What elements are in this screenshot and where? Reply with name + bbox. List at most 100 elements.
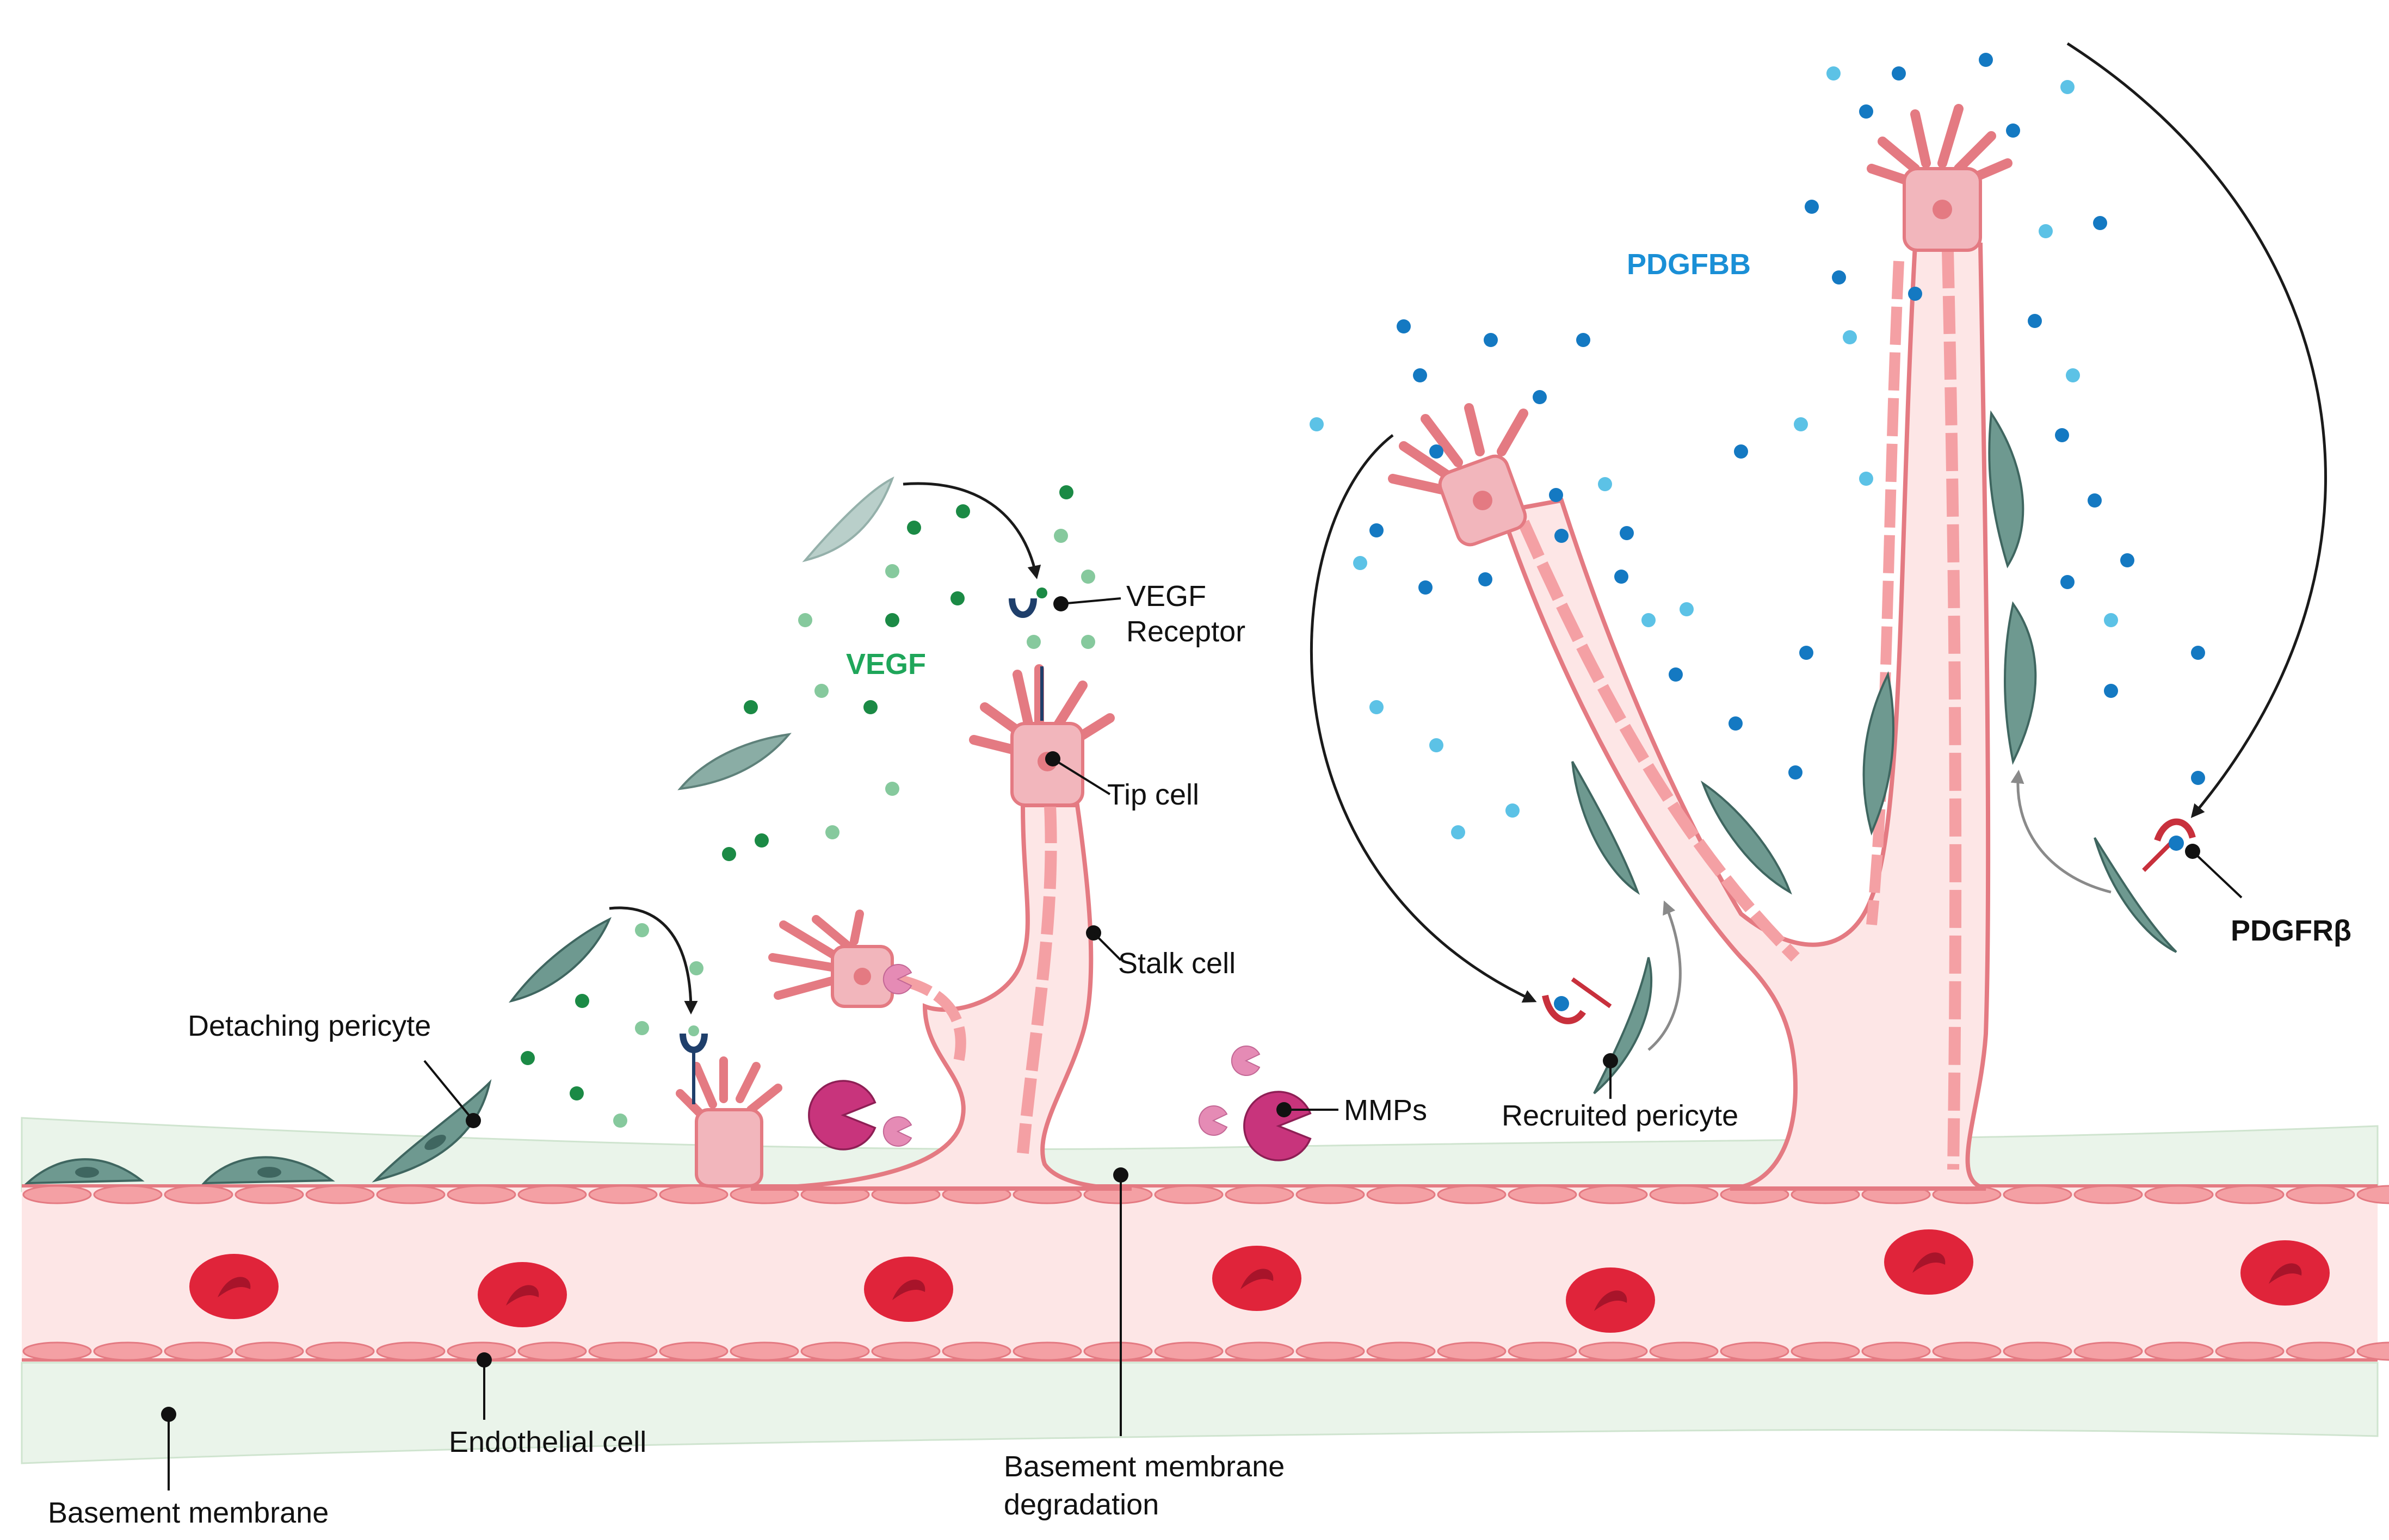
pdgfbb-dot — [2104, 684, 2118, 698]
pdgfbb-dot — [1478, 572, 1492, 586]
pdgfbb-dot — [1429, 444, 1443, 459]
endothelial-cell — [1013, 1341, 1082, 1361]
pdgfbb-dot — [1788, 765, 1802, 780]
pdgfbb-dot — [2104, 613, 2118, 627]
pdgfbb-dot — [1505, 803, 1520, 818]
endothelial-layer-bottom — [22, 1341, 2389, 1361]
pdgfbb-dot — [2039, 224, 2053, 238]
red-blood-cell — [1884, 1229, 1973, 1295]
endothelial-cell — [1578, 1185, 1648, 1204]
endothelial-cell — [2073, 1341, 2143, 1361]
vegf-receptor-label-line1: VEGF — [1126, 580, 1207, 613]
vegf-dot — [956, 504, 970, 518]
pdgfbb-dot — [2060, 575, 2075, 589]
endothelial-cell — [2286, 1185, 2355, 1204]
endothelial-cell — [2073, 1185, 2143, 1204]
pdgfbb-dot — [2006, 123, 2020, 138]
endothelial-cell — [1366, 1185, 1436, 1204]
vegf-dot — [722, 847, 736, 861]
endothelial-cell — [93, 1185, 163, 1204]
endothelial-cell — [800, 1341, 870, 1361]
endothelial-cell — [1932, 1341, 2002, 1361]
tip-cell-small-sprout — [768, 910, 894, 1008]
vegf-dot — [1027, 635, 1041, 649]
endothelial-cell — [1295, 1185, 1365, 1204]
vegf-dot — [814, 684, 829, 698]
leader-lines — [161, 597, 2243, 1490]
tip-cell-main — [969, 664, 1115, 807]
pdgfbb-dot — [2191, 771, 2205, 785]
vegf-dot — [863, 700, 878, 714]
vegf-dot — [575, 994, 589, 1008]
endothelial-cell — [1649, 1185, 1719, 1204]
endothelial-cell — [1295, 1341, 1365, 1361]
vegf-dot — [1081, 570, 1095, 584]
detaching-pericyte-label: Detaching pericyte — [188, 1010, 431, 1042]
endothelial-cell — [1437, 1341, 1507, 1361]
vegf-dot — [613, 1114, 627, 1128]
endothelial-cell — [164, 1341, 233, 1361]
pdgfbb-dot — [1533, 390, 1547, 404]
endothelial-cell — [1649, 1341, 1719, 1361]
pdgfbb-dot — [1641, 613, 1656, 627]
endothelial-cell — [305, 1341, 375, 1361]
endothelial-cell — [1861, 1341, 1931, 1361]
endothelial-cell — [93, 1341, 163, 1361]
endothelial-cell — [659, 1341, 729, 1361]
endothelial-cell — [1578, 1341, 1648, 1361]
pdgfbb-dot — [1843, 330, 1857, 344]
stalk-cell-label: Stalk cell — [1118, 947, 1236, 980]
endothelial-cell — [1508, 1341, 1577, 1361]
endothelial-cell — [1437, 1185, 1507, 1204]
pdgfbb-dot — [1451, 825, 1465, 839]
endothelial-cell — [1154, 1341, 1224, 1361]
tip-cell-diagonal — [1388, 403, 1528, 547]
recruited-pericyte-label: Recruited pericyte — [1502, 1099, 1739, 1132]
endothelial-cell — [1225, 1185, 1294, 1204]
endothelial-cell — [2356, 1341, 2389, 1361]
vegf-dot — [755, 833, 769, 848]
pdgfbb-dot — [1805, 200, 1819, 214]
endothelial-cell — [1225, 1341, 1294, 1361]
endothelial-cell — [22, 1341, 92, 1361]
endothelial-cell — [871, 1341, 941, 1361]
pdgf-receptors — [1542, 818, 2200, 1024]
pdgfbb-dot — [2028, 314, 2042, 328]
pdgfbb-dot — [1859, 104, 1873, 119]
tip-cell-top — [1867, 104, 2013, 252]
endothelial-cell — [1791, 1341, 1860, 1361]
pdgfbb-molecules — [1310, 53, 2205, 839]
pdgfbb-dot — [1908, 287, 1922, 301]
vegf-dot — [885, 613, 899, 627]
vegf-receptors — [680, 587, 1069, 1104]
vegf-dot — [950, 591, 965, 605]
pericytes — [24, 1079, 492, 1185]
blood-vessel — [22, 1184, 2378, 1362]
vegf-receptor-label-line2: Receptor — [1126, 615, 1246, 648]
endothelial-cell — [942, 1341, 1011, 1361]
floating-pericytes — [509, 476, 894, 1003]
pdgfbb-dot — [1680, 602, 1694, 616]
endothelial-cell — [1083, 1341, 1153, 1361]
vegf-dot — [907, 521, 921, 535]
endothelial-cell — [588, 1341, 658, 1361]
red-blood-cell — [1212, 1246, 1301, 1311]
vegf-dot — [1054, 529, 1068, 543]
sprout-small — [750, 803, 1132, 1191]
pdgfbb-dot — [2055, 428, 2069, 442]
endothelial-cell — [234, 1341, 304, 1361]
pdgfbb-dot — [1729, 716, 1743, 731]
arrows — [609, 42, 2327, 1051]
red-blood-cell — [189, 1254, 279, 1319]
tip-cell-vessel — [676, 1056, 782, 1188]
endothelial-cell — [376, 1185, 446, 1204]
endothelial-cell — [164, 1185, 233, 1204]
vegf-dot — [689, 961, 703, 975]
endothelial-cell — [234, 1185, 304, 1204]
endothelial-cell-label: Endothelial cell — [449, 1426, 647, 1458]
vegf-dot — [635, 1021, 649, 1035]
pdgfbb-dot — [1549, 488, 1563, 502]
endothelial-cell — [447, 1185, 516, 1204]
pdgfbb-label: PDGFBB — [1627, 248, 1751, 281]
